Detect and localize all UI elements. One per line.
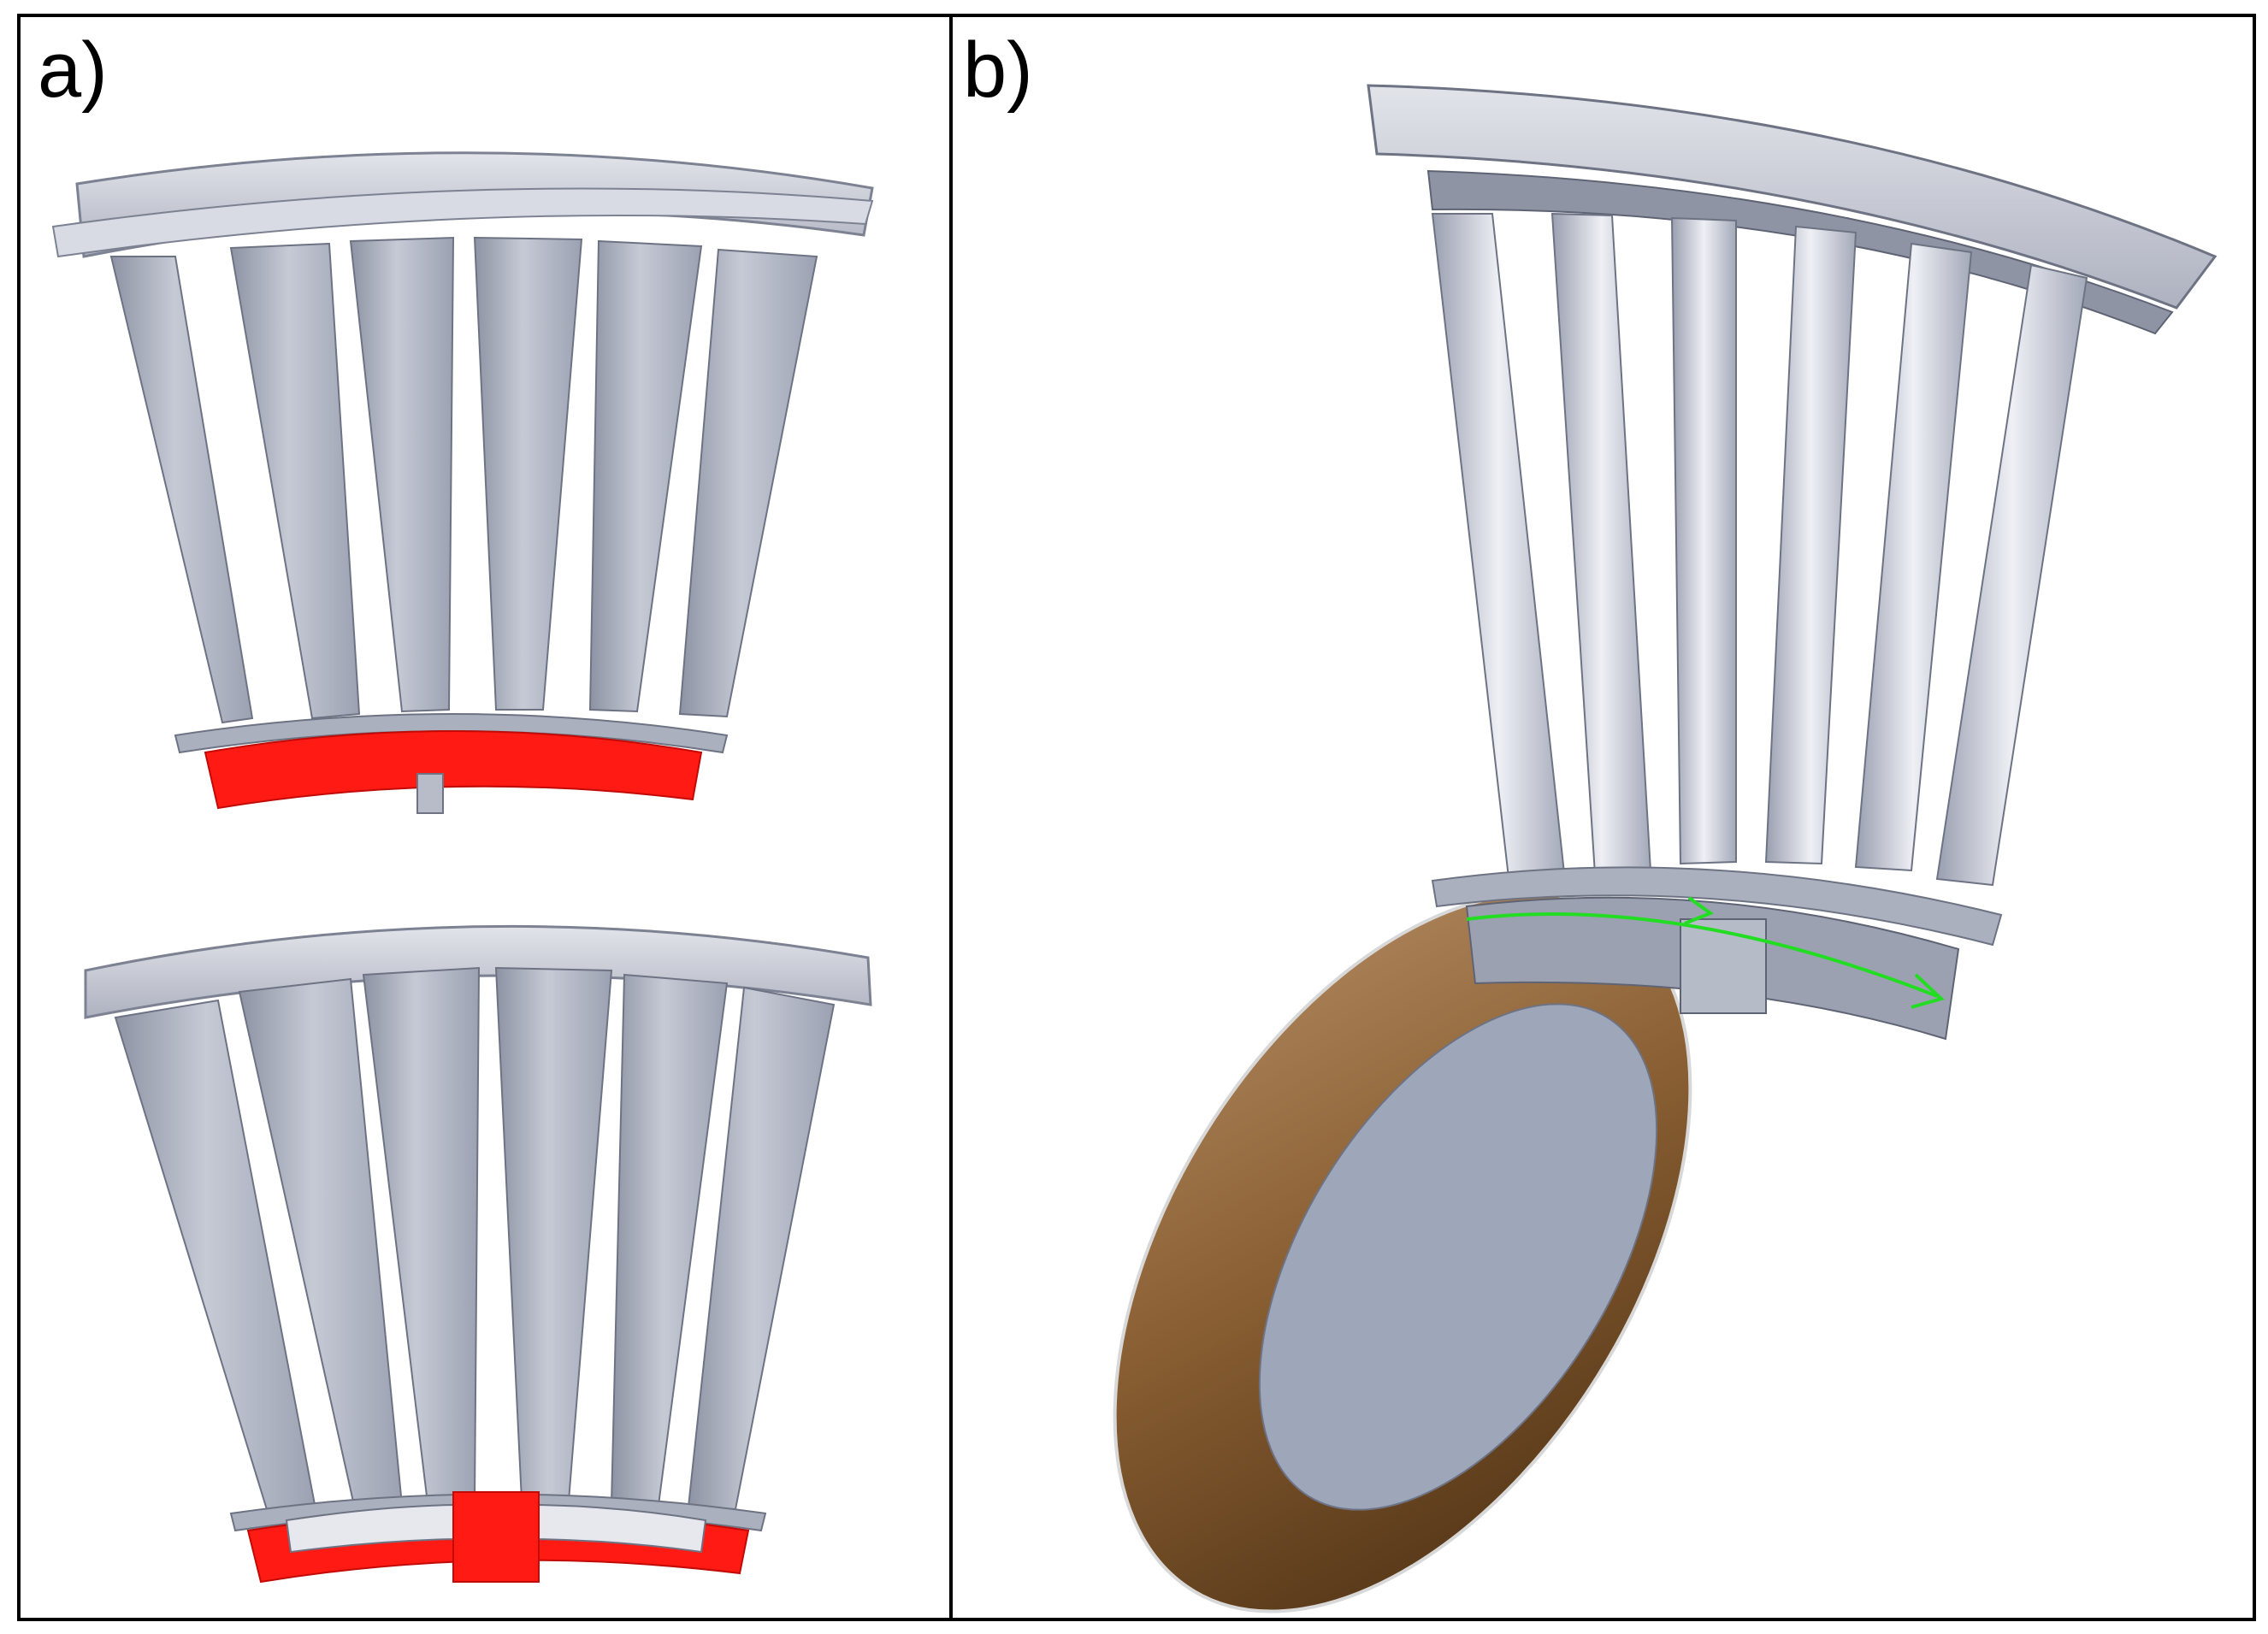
blade-row <box>114 966 836 1519</box>
panel-b-vane-and-disc <box>1113 84 2218 1613</box>
blade <box>1550 212 1652 876</box>
inner-slot <box>1680 918 1767 1014</box>
blade <box>588 239 703 713</box>
inner-slot <box>416 773 444 814</box>
blade <box>678 248 818 718</box>
blade <box>109 256 254 724</box>
blade-row <box>1431 212 2088 887</box>
panel-a-bottom-vane-segment <box>84 924 872 1584</box>
blade <box>1431 213 1567 887</box>
outer-shroud-rail <box>51 187 874 258</box>
blade <box>1670 216 1737 865</box>
panel-a-label: a) <box>38 27 108 114</box>
arrow-icon <box>1911 973 1945 1009</box>
cut-face-red <box>204 730 703 810</box>
blade <box>1764 225 1858 865</box>
outer-shroud-groove <box>1426 169 2174 335</box>
cavity <box>538 1503 707 1554</box>
blade <box>473 236 583 711</box>
blade <box>229 242 361 720</box>
cut-face-red-center <box>452 1491 540 1583</box>
blade <box>349 236 455 713</box>
panel-a-top-vane-segment <box>51 151 874 814</box>
blade <box>494 966 613 1501</box>
panel-b-label: b) <box>963 27 1033 114</box>
blade <box>1854 242 1973 872</box>
blade-row <box>109 236 818 724</box>
disc-face <box>1258 1003 1658 1511</box>
outer-shroud <box>1367 84 2218 310</box>
arrow-icon <box>1684 896 1715 925</box>
blade <box>1935 263 2088 887</box>
flow-path <box>1466 912 1938 998</box>
rotor-disc <box>1113 892 1692 1613</box>
inner-platform <box>1431 866 2003 947</box>
figure-frame <box>17 14 2256 1621</box>
